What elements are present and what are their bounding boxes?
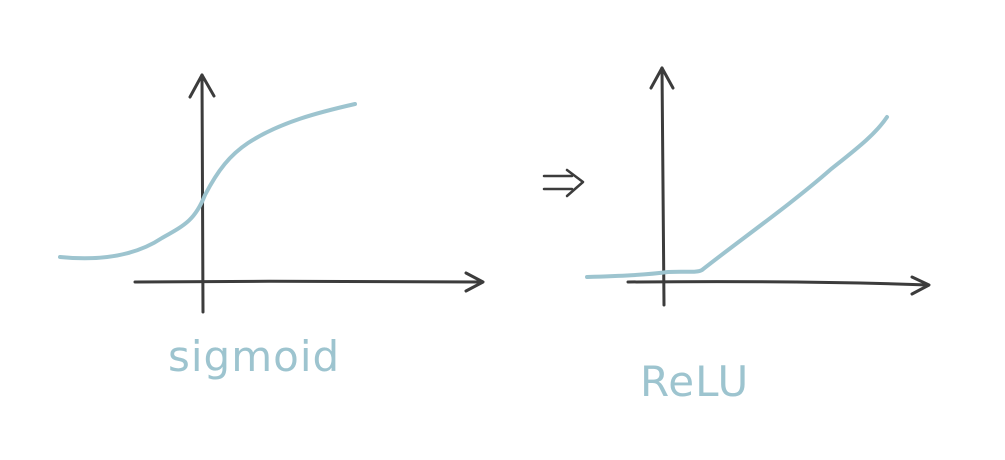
sigmoid-curve xyxy=(58,102,357,261)
sigmoid-x-axis xyxy=(133,279,484,284)
relu-axes xyxy=(626,66,931,307)
relu-y-axis xyxy=(660,66,666,307)
sigmoid-axes xyxy=(133,73,485,314)
relu-y-arrowhead xyxy=(649,66,675,90)
sigmoid-panel: sigmoid xyxy=(58,73,485,381)
implies-arrow-icon xyxy=(542,168,585,198)
sigmoid-label: sigmoid xyxy=(168,332,340,381)
sigmoid-x-arrowhead xyxy=(464,271,485,293)
relu-x-arrowhead xyxy=(910,275,931,296)
sigmoid-y-arrowhead xyxy=(188,73,216,99)
sigmoid-y-axis xyxy=(200,73,205,314)
relu-curve xyxy=(585,115,889,279)
relu-panel: ReLU xyxy=(585,66,931,406)
relu-label: ReLU xyxy=(640,357,749,406)
relu-x-axis xyxy=(626,280,930,287)
